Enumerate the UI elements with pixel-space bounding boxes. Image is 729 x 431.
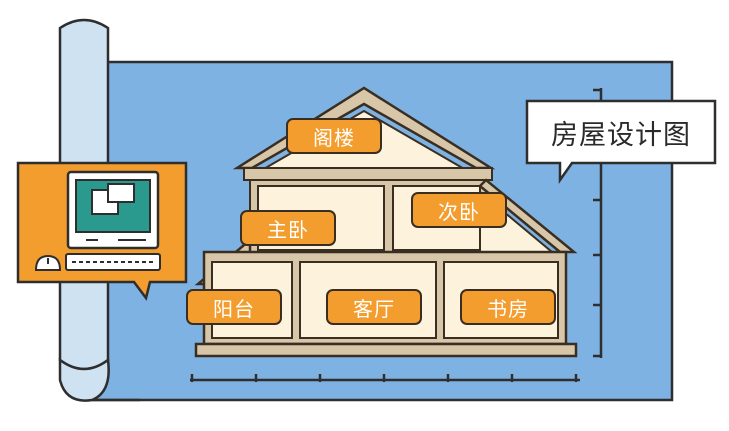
ruler-bottom xyxy=(190,374,580,382)
computer-icon xyxy=(16,161,188,301)
room-label-study: 书房 xyxy=(460,289,556,325)
room-label-master-bedroom: 主卧 xyxy=(240,210,336,246)
room-label-second-bedroom: 次卧 xyxy=(411,192,507,228)
room-label-living-room: 客厅 xyxy=(326,289,422,325)
speech-bubble-icon xyxy=(525,99,717,184)
diagram-title: 房屋设计图 xyxy=(551,119,691,151)
room-label-balcony: 阳台 xyxy=(186,289,282,325)
room-label-attic: 阁楼 xyxy=(286,118,382,154)
